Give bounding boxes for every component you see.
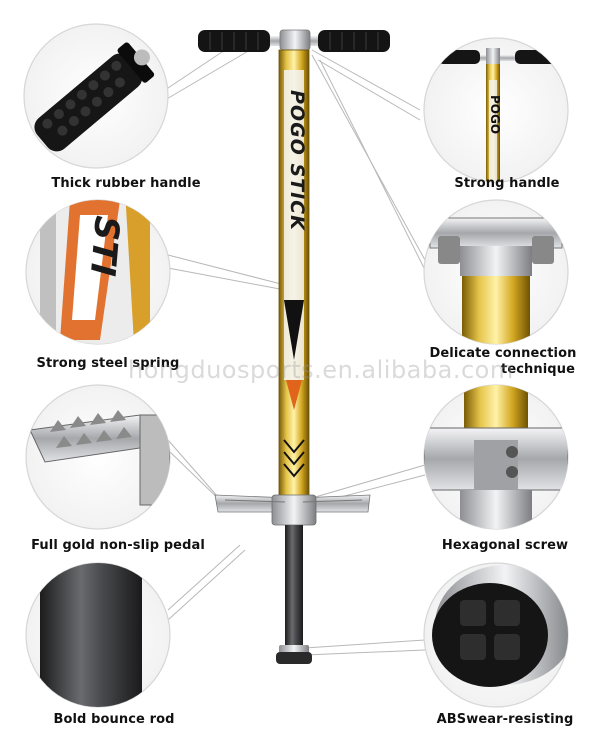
caption-strong-handle: Strong handle (454, 176, 560, 191)
detail-circle-hex-screw (423, 384, 569, 530)
caption-delicate-connection: Delicate connection technique (408, 346, 598, 378)
svg-text:POGO: POGO (488, 95, 502, 134)
caption-delicate-connection-line1: Delicate connection (429, 346, 577, 361)
caption-bold-bounce-rod: Bold bounce rod (53, 712, 175, 727)
bounce-rod (285, 525, 303, 645)
leader-lines (164, 39, 426, 656)
watermark: hongduosports.en.alibaba.com (128, 356, 514, 384)
caption-full-gold-pedal: Full gold non-slip pedal (31, 538, 205, 553)
detail-circle-bounce-rod (25, 562, 171, 708)
caption-strong-steel-spring: Strong steel spring (36, 356, 180, 371)
detail-circle-connection (423, 199, 569, 345)
caption-delicate-connection-line2: technique (501, 362, 575, 377)
svg-text:STI: STI (82, 214, 127, 278)
detail-circle-steel-spring: STI (25, 199, 171, 345)
pogo-stick: POGO STICK (198, 29, 390, 664)
detail-circle-strong-handle: POGO (423, 37, 569, 183)
detail-circle-pedal (25, 384, 171, 530)
caption-thick-rubber-handle: Thick rubber handle (51, 176, 201, 191)
detail-circle-rubber-handle (23, 23, 169, 169)
caption-hexagonal-screw: Hexagonal screw (441, 538, 569, 553)
caption-abs-wear-resisting: ABSwear-resisting (436, 712, 574, 727)
stick-decal-text: POGO STICK (286, 90, 308, 231)
detail-circle-abs-foot (423, 562, 569, 708)
